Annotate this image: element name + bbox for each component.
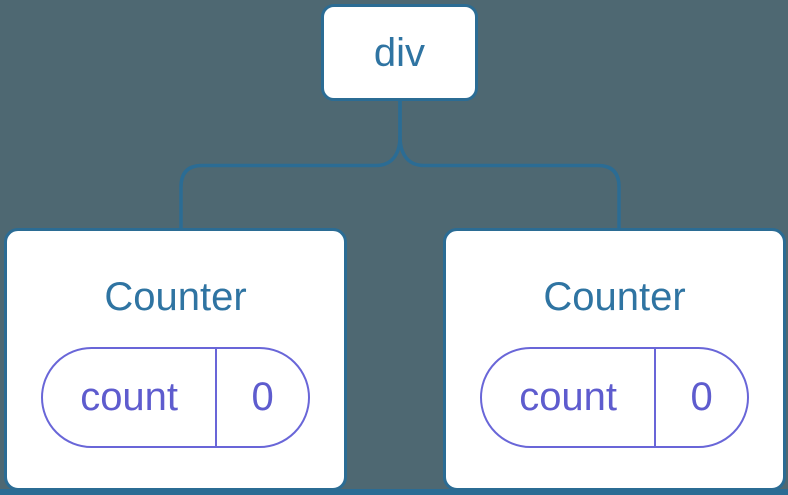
- state-badge: count 0: [41, 347, 310, 448]
- state-value-label: 0: [654, 349, 747, 446]
- connector-left-branch: [179, 99, 402, 231]
- node-div-label: div: [373, 30, 426, 75]
- state-key-label: count: [519, 375, 618, 419]
- counter-title: Counter: [104, 275, 247, 319]
- connector-right-branch: [398, 99, 621, 231]
- state-badge: count 0: [480, 347, 749, 448]
- bottom-edge-bar: [0, 489, 788, 495]
- counter-title: Counter: [543, 275, 686, 319]
- node-counter-right: Counter count 0: [443, 228, 786, 491]
- node-counter-left: Counter count 0: [4, 228, 347, 491]
- state-key-label: count: [80, 375, 179, 419]
- state-value-label: 0: [215, 349, 308, 446]
- node-div: div: [321, 4, 478, 101]
